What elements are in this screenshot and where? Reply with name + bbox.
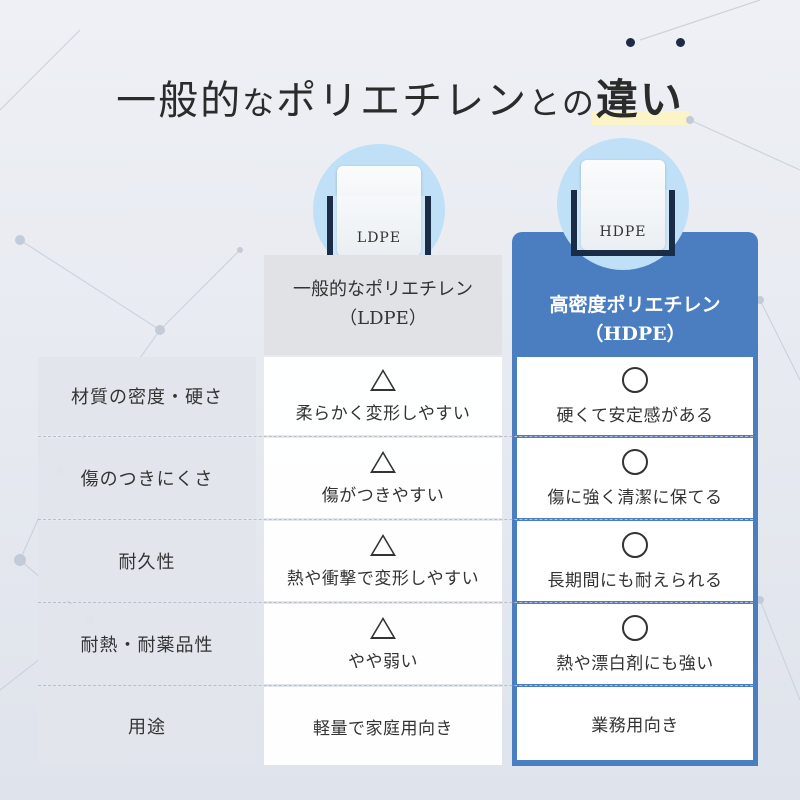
circle-icon: [622, 448, 648, 475]
hdpe-cell: 硬くて安定感がある: [517, 357, 753, 435]
hdpe-cell-text: 長期間にも耐えられる: [547, 570, 723, 591]
row-divider: [38, 685, 753, 686]
hdpe-cell-text: 業務用向き: [591, 716, 679, 736]
triangle-icon: [370, 450, 396, 473]
cutting-board-icon: [337, 166, 421, 256]
ldpe-cell-text: 熱や衝撃で変形しやすい: [286, 568, 480, 589]
table-row-label: 材質の密度・硬さ: [38, 357, 256, 435]
table-row-label: 傷のつきにくさ: [38, 438, 256, 518]
circle-icon: [622, 614, 648, 641]
cutting-board-icon: [581, 160, 665, 250]
title-part-4: との: [528, 84, 596, 122]
title-part-3: ポリエチレン: [276, 78, 529, 124]
title-part-1: 一般的: [116, 78, 243, 124]
ldpe-cell: 軽量で家庭用向き: [264, 687, 502, 765]
ldpe-cell-text: 軽量で家庭用向き: [313, 718, 453, 739]
table-row-label: 耐熱・耐薬品性: [38, 604, 256, 684]
ldpe-column-header: 一般的なポリエチレン （LDPE）: [264, 255, 502, 355]
table-row-label: 用途: [38, 687, 256, 765]
emphasis-dots: [624, 38, 694, 50]
circle-icon: [622, 366, 648, 393]
ldpe-column-abbr: （LDPE）: [339, 308, 427, 329]
hdpe-cell-text: 傷に強く清潔に保てる: [547, 487, 723, 508]
ldpe-cell: 傷がつきやすい: [264, 438, 502, 518]
ldpe-cell: 熱や衝撃で変形しやすい: [264, 521, 502, 601]
ldpe-product-label: LDPE: [356, 230, 402, 246]
hdpe-cell: 傷に強く清潔に保てる: [517, 438, 753, 518]
ldpe-cell-text: 傷がつきやすい: [321, 485, 445, 506]
hdpe-product-icon: HDPE: [557, 138, 689, 270]
ldpe-cell: 柔らかく変形しやすい: [264, 357, 502, 435]
ldpe-cell: やや弱い: [264, 604, 502, 684]
ldpe-column-name: 一般的なポリエチレン: [293, 279, 473, 301]
row-divider: [38, 519, 753, 520]
triangle-icon: [370, 368, 396, 391]
circle-icon: [622, 531, 648, 558]
ldpe-cell-text: 柔らかく変形しやすい: [295, 403, 471, 424]
page-title: 一般的なポリエチレンとの違い: [0, 66, 800, 127]
hdpe-column-header: 高密度ポリエチレン （HDPE）: [512, 286, 758, 354]
triangle-icon: [370, 616, 396, 639]
row-divider: [38, 602, 753, 603]
board-holder-icon: [327, 196, 431, 262]
hdpe-cell-text: 硬くて安定感がある: [556, 405, 714, 426]
title-part-2: な: [242, 84, 277, 122]
ldpe-product-icon: LDPE: [313, 144, 445, 276]
hdpe-cell: 熱や漂白剤にも強い: [517, 604, 753, 684]
hdpe-product-label: HDPE: [599, 224, 647, 240]
hdpe-cell: 長期間にも耐えられる: [517, 521, 753, 601]
triangle-icon: [370, 533, 396, 556]
ldpe-cell-text: やや弱い: [348, 651, 418, 672]
row-divider: [38, 436, 753, 437]
hdpe-cell-text: 熱や漂白剤にも強い: [556, 653, 714, 674]
table-row-label: 耐久性: [38, 521, 256, 601]
hdpe-column-abbr: （HDPE）: [584, 323, 686, 345]
title-emphasis: 違い: [591, 66, 690, 127]
hdpe-cell: 業務用向き: [517, 687, 753, 760]
board-holder-icon: [571, 190, 675, 256]
hdpe-column-name: 高密度ポリエチレン: [549, 293, 721, 316]
